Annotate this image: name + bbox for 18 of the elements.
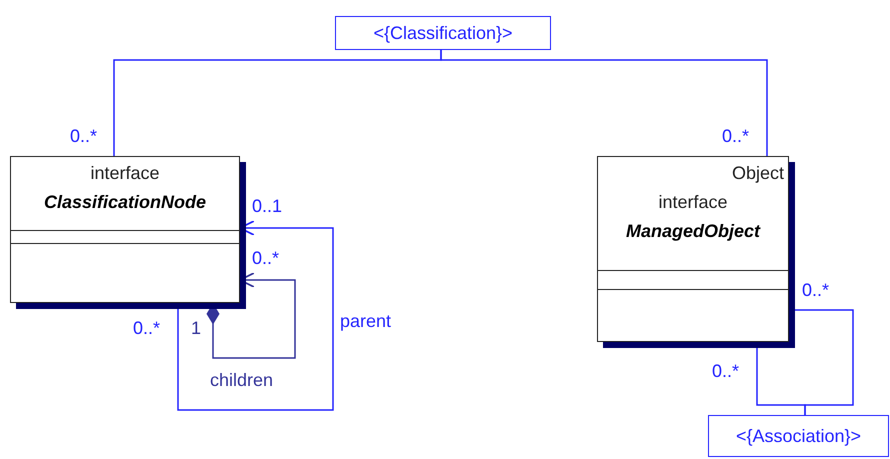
- association-line: [177, 220, 334, 411]
- association-line: [440, 50, 768, 156]
- multiplicity-label: 1: [191, 318, 202, 339]
- multiplicity-label: 0..*: [802, 280, 830, 301]
- class-name: ClassificationNode: [44, 192, 206, 213]
- stereotype-label: interface: [658, 192, 728, 213]
- stereotype-label: interface: [90, 163, 160, 184]
- multiplicity-label: 0..*: [722, 126, 750, 147]
- class-name: ManagedObject: [626, 221, 760, 242]
- multiplicity-label: 0..*: [70, 126, 98, 147]
- constraint-box: <{Association}>: [708, 415, 889, 457]
- multiplicity-label: 0..1: [252, 196, 282, 217]
- multiplicity-label: 0..*: [252, 248, 280, 269]
- composition-line: [206, 272, 296, 359]
- constraint-box: <{Classification}>: [335, 16, 551, 50]
- stereotype-label: Object: [732, 163, 784, 184]
- multiplicity-label: 0..*: [133, 318, 160, 339]
- multiplicity-label: 0..*: [712, 361, 740, 382]
